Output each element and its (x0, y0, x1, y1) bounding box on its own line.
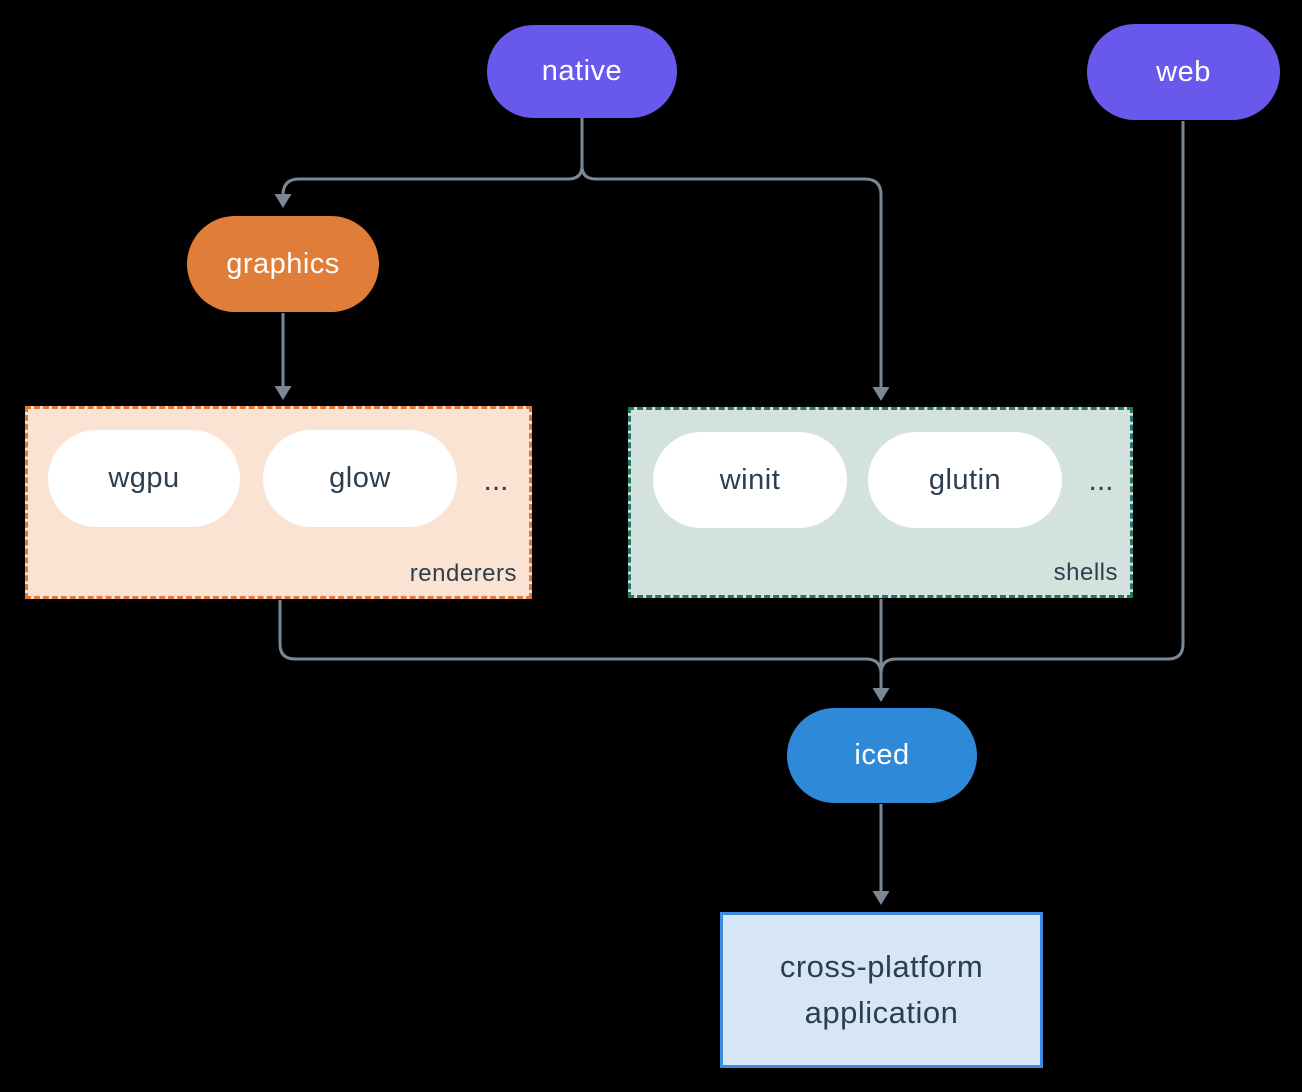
arrowhead-graphics (274, 194, 292, 208)
node-native: native (487, 25, 677, 118)
node-winit: winit (653, 432, 847, 528)
node-web-label: web (1156, 55, 1211, 88)
node-iced-label: iced (854, 739, 910, 771)
node-wgpu-label: wgpu (108, 462, 180, 494)
node-wgpu: wgpu (48, 430, 240, 527)
shells-ellipsis: ... (1088, 464, 1114, 497)
edge-web-iced (879, 121, 1185, 675)
edge-native-graphics (281, 118, 584, 196)
node-glutin-label: glutin (928, 463, 1002, 496)
edge-native-shells (580, 118, 883, 388)
arrowhead-application (872, 891, 890, 905)
node-glutin: glutin (868, 432, 1062, 528)
node-glow-label: glow (329, 462, 391, 494)
arrowhead-iced (872, 688, 890, 702)
edge-renderers-iced (278, 600, 883, 675)
renderers-ellipsis: ... (483, 464, 509, 497)
node-winit-label: winit (719, 463, 781, 496)
application-label: cross-platform application (779, 948, 984, 1031)
node-native-label: native (541, 55, 623, 87)
arrowhead-shells (872, 387, 890, 401)
node-graphics: graphics (187, 216, 379, 312)
group-renderers: wgpu glow ... renderers (25, 406, 532, 599)
arrowhead-renderers (274, 386, 292, 400)
node-graphics-label: graphics (226, 247, 340, 280)
shells-group-label: shells (1053, 559, 1118, 586)
application-box: cross-platform application (720, 912, 1043, 1068)
node-web: web (1087, 24, 1280, 120)
node-glow: glow (263, 430, 457, 527)
group-shells: winit glutin ... shells (628, 407, 1133, 598)
node-iced: iced (787, 708, 977, 803)
renderers-group-label: renderers (409, 560, 517, 587)
